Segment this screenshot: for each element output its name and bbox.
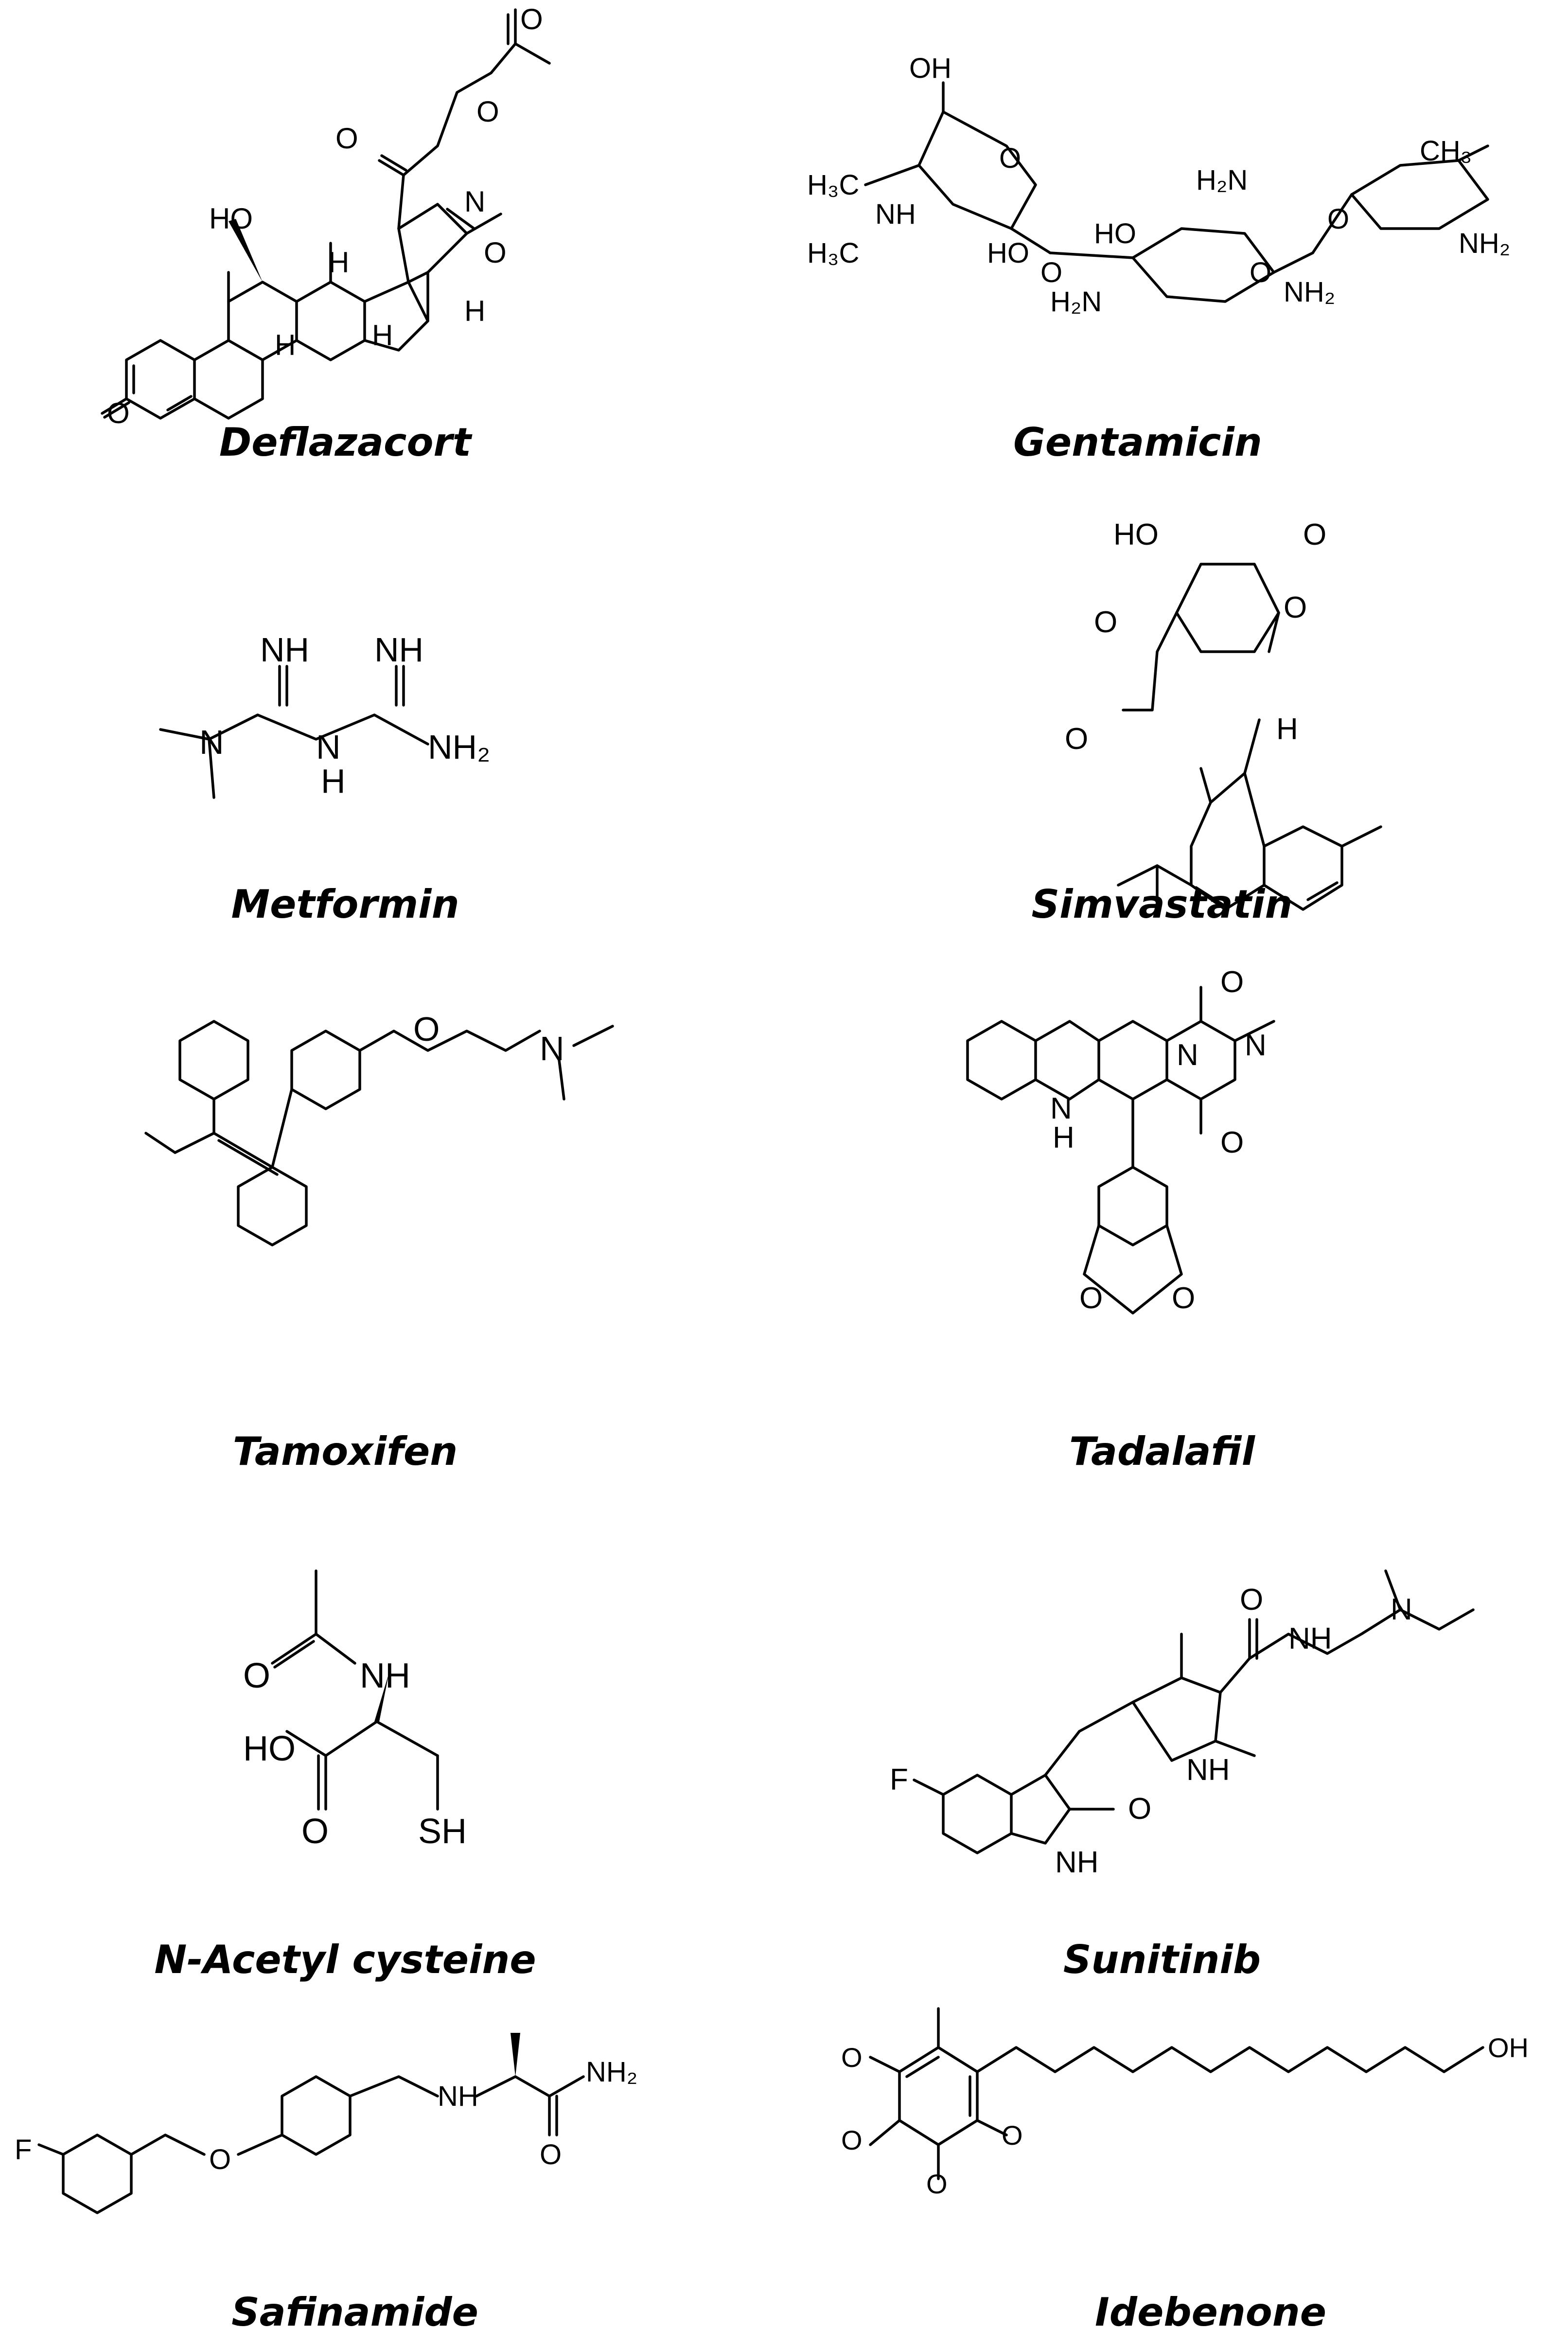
svg-text:NH: NH — [1055, 1846, 1099, 1879]
svg-text:NH: NH — [360, 1656, 410, 1695]
caption-tadalafil: Tadalafil — [1069, 1429, 1255, 1474]
svg-text:H₃C: H₃C — [807, 169, 859, 201]
svg-text:HO: HO — [209, 202, 253, 235]
metformin-structure: NH NH N N H NH₂ — [159, 631, 490, 800]
svg-text:F: F — [15, 2134, 32, 2166]
svg-text:NH: NH — [374, 631, 423, 669]
svg-text:O: O — [1040, 257, 1062, 288]
svg-text:SH: SH — [418, 1812, 467, 1851]
svg-text:O: O — [243, 1656, 270, 1695]
svg-text:O: O — [841, 2042, 863, 2073]
svg-text:NH₂: NH₂ — [1284, 276, 1335, 308]
svg-text:H₂N: H₂N — [1050, 286, 1102, 318]
svg-text:O: O — [107, 397, 130, 429]
svg-text:O: O — [841, 2125, 863, 2155]
svg-text:OH: OH — [909, 53, 951, 84]
svg-text:O: O — [1220, 1126, 1244, 1159]
svg-text:H: H — [464, 295, 485, 327]
svg-text:NH: NH — [438, 2081, 478, 2112]
svg-text:O: O — [301, 1812, 329, 1851]
svg-text:O: O — [1079, 1281, 1103, 1315]
sunitinib-structure: F O NH NH O NH N — [890, 1569, 1475, 1879]
svg-text:HO: HO — [243, 1729, 296, 1768]
svg-text:H₂N: H₂N — [1196, 164, 1248, 196]
svg-text:N: N — [1177, 1038, 1198, 1072]
tadalafil-structure: O N N O N H O O — [966, 965, 1275, 1315]
svg-text:H: H — [1053, 1121, 1075, 1155]
caption-idebenone: Idebenone — [1095, 2290, 1326, 2335]
svg-text:NH: NH — [260, 631, 309, 669]
svg-text:O: O — [1220, 965, 1244, 999]
caption-safinamide: Safinamide — [231, 2290, 478, 2335]
svg-text:O: O — [1240, 1583, 1263, 1617]
svg-text:NH: NH — [875, 198, 916, 230]
svg-text:O: O — [999, 142, 1021, 174]
svg-text:O: O — [335, 122, 358, 155]
deflazacort-structure: HO O O O O N O H H H H — [101, 3, 551, 429]
svg-text:O: O — [413, 1010, 440, 1048]
tamoxifen-structure: O N — [144, 1010, 614, 1246]
svg-text:O: O — [1094, 605, 1117, 639]
svg-text:NH: NH — [1186, 1753, 1230, 1787]
svg-text:O: O — [1065, 722, 1088, 756]
svg-text:N: N — [464, 185, 485, 218]
svg-text:N: N — [1050, 1092, 1072, 1125]
svg-text:O: O — [1002, 2120, 1023, 2151]
svg-text:H: H — [328, 246, 349, 279]
svg-text:H₃C: H₃C — [807, 237, 859, 269]
n-acetyl-cysteine-structure: O NH HO O SH — [243, 1569, 467, 1851]
svg-text:NH₂: NH₂ — [586, 2056, 637, 2088]
svg-text:O: O — [484, 236, 507, 269]
safinamide-structure: F O NH O NH₂ — [15, 2033, 637, 2214]
svg-text:N: N — [1391, 1593, 1412, 1626]
svg-text:O: O — [1128, 1792, 1151, 1826]
svg-text:HO: HO — [1113, 518, 1159, 551]
simvastatin-structure: HO O O O O H — [1065, 518, 1382, 911]
caption-tamoxifen: Tamoxifen — [232, 1429, 458, 1474]
svg-text:O: O — [1250, 257, 1271, 288]
svg-text:O: O — [1303, 518, 1326, 551]
svg-text:N: N — [540, 1030, 564, 1067]
svg-text:N: N — [199, 723, 224, 761]
svg-text:OH: OH — [1488, 2032, 1529, 2063]
caption-gentamicin: Gentamicin — [1013, 420, 1262, 465]
svg-text:O: O — [540, 2139, 562, 2170]
svg-text:O: O — [926, 2169, 948, 2199]
svg-text:CH₃: CH₃ — [1420, 135, 1472, 167]
svg-text:H: H — [1276, 712, 1298, 746]
svg-text:O: O — [1327, 203, 1349, 235]
idebenone-structure: O O O O OH — [841, 2007, 1529, 2199]
svg-text:NH: NH — [1288, 1622, 1332, 1655]
svg-text:H: H — [321, 762, 346, 800]
caption-simvastatin: Simvastatin — [1031, 882, 1293, 927]
caption-metformin: Metformin — [231, 882, 459, 927]
svg-text:O: O — [1284, 591, 1307, 624]
svg-text:H: H — [275, 329, 296, 361]
caption-n-acetyl-cysteine: N-Acetyl cysteine — [154, 1937, 536, 1982]
svg-text:O: O — [1172, 1281, 1195, 1315]
caption-deflazacort: Deflazacort — [219, 420, 472, 465]
svg-text:O: O — [476, 95, 499, 128]
svg-text:O: O — [209, 2144, 231, 2175]
svg-text:NH₂: NH₂ — [1459, 228, 1510, 259]
svg-text:NH₂: NH₂ — [428, 728, 490, 766]
svg-text:O: O — [520, 3, 543, 36]
svg-text:HO: HO — [987, 237, 1029, 269]
svg-text:F: F — [890, 1763, 908, 1797]
svg-text:N: N — [1245, 1029, 1267, 1062]
caption-sunitinib: Sunitinib — [1063, 1937, 1261, 1982]
svg-text:N: N — [316, 728, 341, 766]
gentamicin-structure: OH O H₃C NH H₃C HO O HO H₂N NH₂ O H₂N O … — [807, 53, 1510, 318]
svg-text:HO: HO — [1094, 218, 1136, 249]
svg-text:H: H — [372, 319, 393, 352]
